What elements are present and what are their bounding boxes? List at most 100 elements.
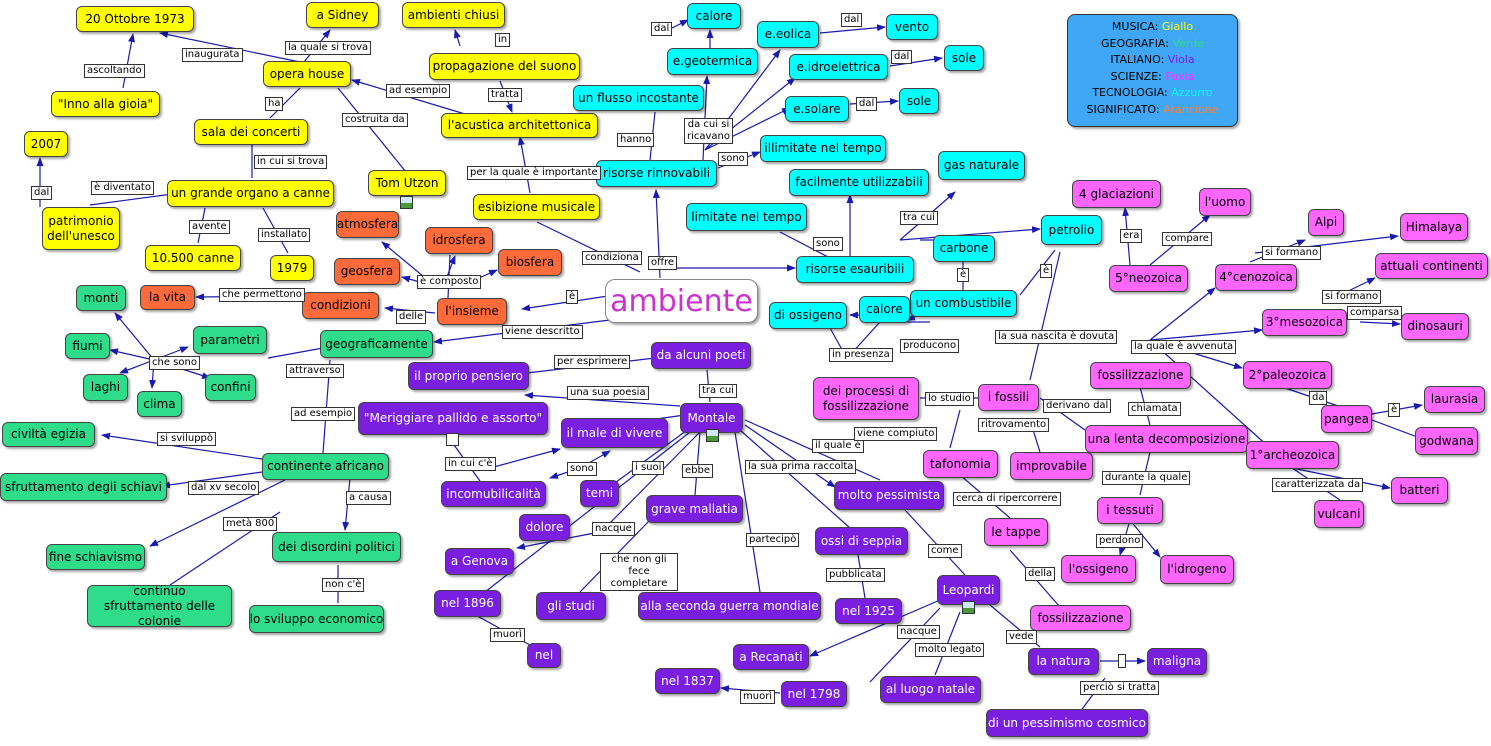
concept-node[interactable]: geograficamente <box>320 330 433 358</box>
concept-node[interactable]: vento <box>886 14 938 40</box>
concept-node[interactable]: 5°neozoica <box>1109 265 1188 292</box>
concept-node[interactable]: i tessuti <box>1097 497 1163 524</box>
concept-node[interactable]: 3°mesozoica <box>1262 309 1347 336</box>
concept-node[interactable]: e.eolica <box>757 21 819 48</box>
concept-node[interactable]: illimitate nel tempo <box>760 135 886 162</box>
concept-node[interactable]: a Recanati <box>733 644 809 670</box>
concept-node[interactable]: clima <box>137 391 182 417</box>
concept-node[interactable]: batteri <box>1391 477 1448 504</box>
concept-node[interactable]: opera house <box>263 61 351 87</box>
concept-node[interactable]: "Meriggiare pallido e assorto" <box>358 402 548 435</box>
concept-node[interactable]: carbone <box>933 235 995 262</box>
concept-node[interactable]: l'insieme <box>437 298 507 325</box>
concept-node[interactable]: continente africano <box>262 453 389 480</box>
concept-node[interactable]: i fossili <box>978 384 1039 411</box>
concept-node[interactable]: nel <box>527 643 561 668</box>
concept-node[interactable]: risorse esauribili <box>796 256 914 283</box>
concept-node[interactable]: pangea <box>1321 405 1372 433</box>
concept-node[interactable]: attuali continenti <box>1375 253 1488 279</box>
concept-node[interactable]: nel 1925 <box>835 598 902 624</box>
concept-node[interactable]: e.idroelettrica <box>789 54 888 80</box>
concept-node[interactable]: laurasia <box>1424 386 1485 413</box>
concept-node[interactable]: 4°cenozoica <box>1215 264 1297 291</box>
concept-node[interactable]: un combustibile <box>910 290 1017 317</box>
concept-node[interactable]: parametri <box>193 326 267 354</box>
concept-node[interactable]: Tom Utzon <box>368 170 446 196</box>
concept-node[interactable]: petrolio <box>1041 215 1102 245</box>
concept-node[interactable]: alla seconda guerra mondiale <box>638 592 821 620</box>
concept-node[interactable]: da alcuni poeti <box>651 342 751 369</box>
concept-node[interactable]: Alpi <box>1308 209 1344 236</box>
image-icon[interactable] <box>446 433 459 446</box>
concept-node[interactable]: 1°archeozoica <box>1246 441 1339 469</box>
concept-node[interactable]: calore <box>859 296 910 323</box>
concept-node[interactable]: 2°paleozoica <box>1243 361 1332 389</box>
concept-node[interactable]: patrimonio dell'unesco <box>42 207 120 250</box>
concept-node[interactable]: una lenta decomposizione <box>1085 425 1248 453</box>
concept-node[interactable]: lo sviluppo economico <box>249 605 384 633</box>
concept-node[interactable]: di un pessimismo cosmico <box>986 709 1148 737</box>
concept-node[interactable]: sole <box>899 88 939 114</box>
concept-node[interactable]: dinosauri <box>1401 313 1469 340</box>
concept-node[interactable]: confini <box>205 374 256 401</box>
concept-node[interactable]: dolore <box>519 514 570 541</box>
image-icon[interactable] <box>962 601 975 614</box>
concept-node[interactable]: dei disordini politici <box>272 532 401 562</box>
concept-node[interactable]: nel 1896 <box>434 590 501 617</box>
concept-node[interactable]: monti <box>76 285 126 311</box>
concept-node[interactable]: la natura <box>1028 648 1099 675</box>
concept-node[interactable]: gli studi <box>536 592 606 620</box>
concept-node[interactable]: al luogo natale <box>880 676 981 703</box>
concept-node[interactable]: fossilizzazione <box>1030 605 1131 631</box>
concept-node[interactable]: a Sidney <box>306 2 379 28</box>
concept-node[interactable]: temi <box>580 480 619 507</box>
concept-node[interactable]: limitate nel tempo <box>686 203 807 231</box>
concept-node[interactable]: continuo sfruttamento delle colonie <box>87 584 232 628</box>
concept-node[interactable]: di ossigeno <box>769 302 847 329</box>
concept-node[interactable]: risorse rinnovabili <box>596 160 717 187</box>
concept-node[interactable]: calore <box>687 3 741 29</box>
concept-node[interactable]: il male di vivere <box>561 418 668 448</box>
concept-node[interactable]: l'idrogeno <box>1160 555 1234 584</box>
concept-node[interactable]: facilmente utilizzabili <box>789 169 929 196</box>
concept-node[interactable]: vulcani <box>1314 500 1364 528</box>
concept-node[interactable]: l'acustica architettonica <box>441 113 598 138</box>
concept-node[interactable]: improvabile <box>1010 452 1093 480</box>
concept-node[interactable]: propagazione del suono <box>429 53 580 80</box>
concept-node[interactable]: e.geotermica <box>667 48 758 75</box>
concept-node[interactable]: atmosfera <box>336 211 399 238</box>
concept-node[interactable]: molto pessimista <box>834 481 944 510</box>
concept-node[interactable]: geosfera <box>334 258 400 285</box>
concept-node[interactable]: maligna <box>1147 648 1207 675</box>
concept-node[interactable]: fiumi <box>65 333 110 359</box>
concept-node[interactable]: esibizione musicale <box>473 194 600 220</box>
concept-node[interactable]: idrosfera <box>425 227 493 254</box>
concept-node[interactable]: "Inno alla gioia" <box>51 91 160 117</box>
concept-node[interactable]: fine schiavismo <box>46 544 145 570</box>
image-icon[interactable] <box>706 429 719 442</box>
concept-node[interactable]: un flusso incostante <box>573 85 704 111</box>
concept-node[interactable]: nel 1837 <box>655 668 720 694</box>
concept-node[interactable]: un grande organo a canne <box>167 180 334 207</box>
concept-node[interactable]: grave mallatia <box>646 495 743 523</box>
concept-node[interactable]: l'uomo <box>1199 188 1251 216</box>
concept-node[interactable]: ossi di seppia <box>815 527 908 555</box>
concept-node[interactable]: Himalaya <box>1400 213 1468 241</box>
concept-node[interactable]: 20 Ottobre 1973 <box>76 6 194 32</box>
concept-node[interactable]: il proprio pensiero <box>408 362 529 390</box>
image-icon[interactable] <box>400 196 413 209</box>
concept-node[interactable]: le tappe <box>984 518 1048 546</box>
concept-node[interactable]: civiltà egizia <box>2 422 95 447</box>
concept-node[interactable]: gas naturale <box>938 151 1025 180</box>
concept-node[interactable]: laghi <box>83 374 128 401</box>
concept-node[interactable]: 10.500 canne <box>145 245 241 271</box>
concept-node[interactable]: incomubilicalità <box>441 481 546 507</box>
concept-node[interactable]: condizioni <box>302 292 379 319</box>
concept-node[interactable]: 4 glaciazioni <box>1072 180 1161 208</box>
concept-node[interactable]: sole <box>944 45 984 71</box>
concept-node[interactable]: fossilizzazione <box>1090 362 1191 389</box>
central-concept[interactable]: ambiente <box>605 279 758 323</box>
concept-node[interactable]: e.solare <box>785 96 849 122</box>
concept-node[interactable]: tafonomia <box>923 450 998 478</box>
concept-node[interactable]: biosfera <box>498 249 562 276</box>
